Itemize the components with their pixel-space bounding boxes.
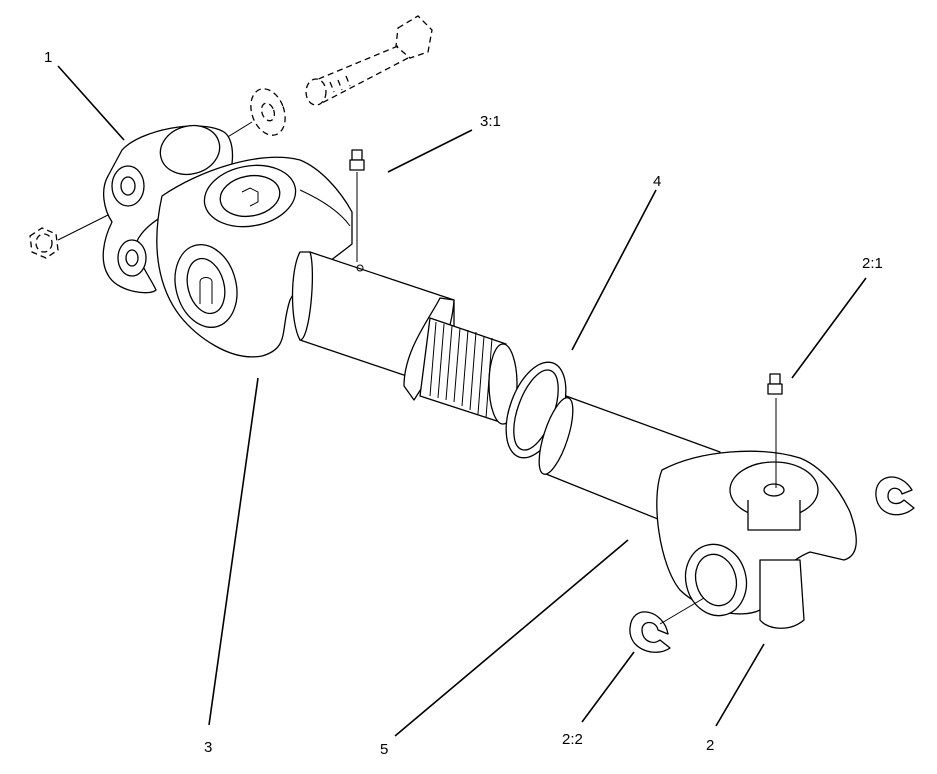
grease-fitting-2-1 [767,373,783,395]
grease-fitting-3-1 [349,149,365,262]
label-5: 5 [380,741,388,758]
label-4: 4 [653,173,661,190]
bolt [305,15,433,106]
label-3: 3 [204,739,212,756]
main-tube-left [291,251,518,425]
circlip-left [629,597,705,653]
right-yoke [656,398,857,629]
label-2: 2 [706,737,714,754]
label-1: 1 [44,49,52,66]
label-2-1: 2:1 [862,255,883,272]
circlip-right [875,476,915,516]
left-yoke [102,124,353,358]
callout-labels: 1 3:1 4 2:1 3 5 2:2 2 [44,49,883,758]
leader-lines [57,65,867,737]
label-2-2: 2:2 [562,731,583,748]
label-3-1: 3:1 [480,113,501,130]
washer [225,88,286,139]
